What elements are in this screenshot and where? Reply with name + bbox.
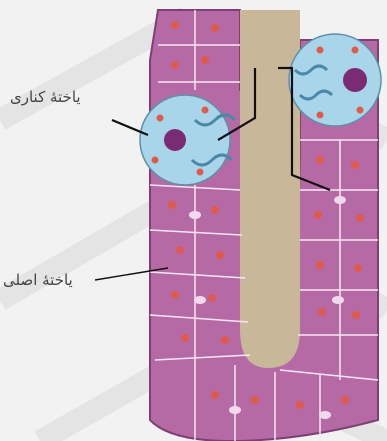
parietal-cell-label: یاختهٔ کناری [10, 88, 81, 106]
chief-cell-label: یاختهٔ اصلی [3, 271, 73, 289]
gland-lumen [240, 10, 300, 368]
parietal-cell-right [289, 34, 381, 126]
